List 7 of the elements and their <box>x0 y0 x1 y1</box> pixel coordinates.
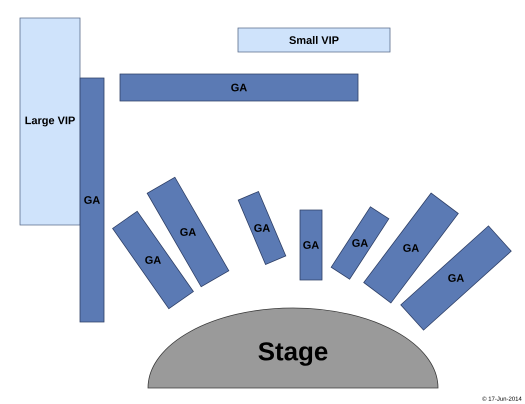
seating-section: GA <box>120 74 358 102</box>
seating-section: GA <box>300 210 322 280</box>
seating-section: GA <box>330 206 390 280</box>
seating-section: GA <box>80 78 104 322</box>
vip-section: Small VIP <box>238 28 390 52</box>
vip-section: Large VIP <box>20 18 80 226</box>
stage: Stage <box>148 308 438 388</box>
